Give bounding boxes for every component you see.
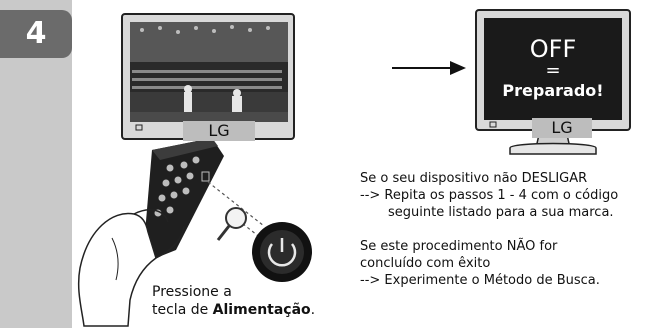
tv-status-off: OFF [529, 35, 577, 63]
tv-status-equals: = [545, 60, 561, 81]
tv-off-screen: OFF = Preparado! [486, 20, 620, 118]
remote-control-icon [144, 138, 224, 258]
arrow-right-icon [392, 61, 466, 75]
instruction-line: Se o seu dispositivo não DESLIGAR [360, 171, 588, 186]
tv-off-illustration: OFF = Preparado! LG [470, 8, 660, 166]
caption-power-key: Alimentação [212, 302, 311, 318]
instructions-text: Se o seu dispositivo não DESLIGAR --> Re… [360, 170, 665, 289]
instruction-line: --> Experimente o Método de Busca. [360, 273, 600, 288]
tv-and-remote-illustration [77, 13, 312, 327]
press-power-caption: Pressione a tecla de Alimentação. [152, 283, 332, 319]
instruction-line: concluído com êxito [360, 256, 491, 271]
tv-status-ready: Preparado! [502, 81, 604, 100]
tv-on-icon [121, 13, 295, 140]
caption-line-1: Pressione a [152, 284, 232, 300]
magnifier-icon [216, 207, 247, 241]
tv-off-brand-label: LG [532, 118, 592, 138]
step-number-badge: 4 [0, 10, 72, 58]
caption-line-2: tecla de Alimentação. [152, 302, 316, 318]
instruction-line: Se este procedimento NÃO for [360, 239, 558, 254]
instruction-line: --> Repita os passos 1 - 4 com o código [360, 188, 619, 203]
tv-on-brand-label: LG [183, 121, 255, 141]
instruction-line: seguinte listado para a sua marca. [388, 205, 614, 220]
hand-icon [77, 209, 185, 327]
power-button-icon [252, 222, 312, 282]
